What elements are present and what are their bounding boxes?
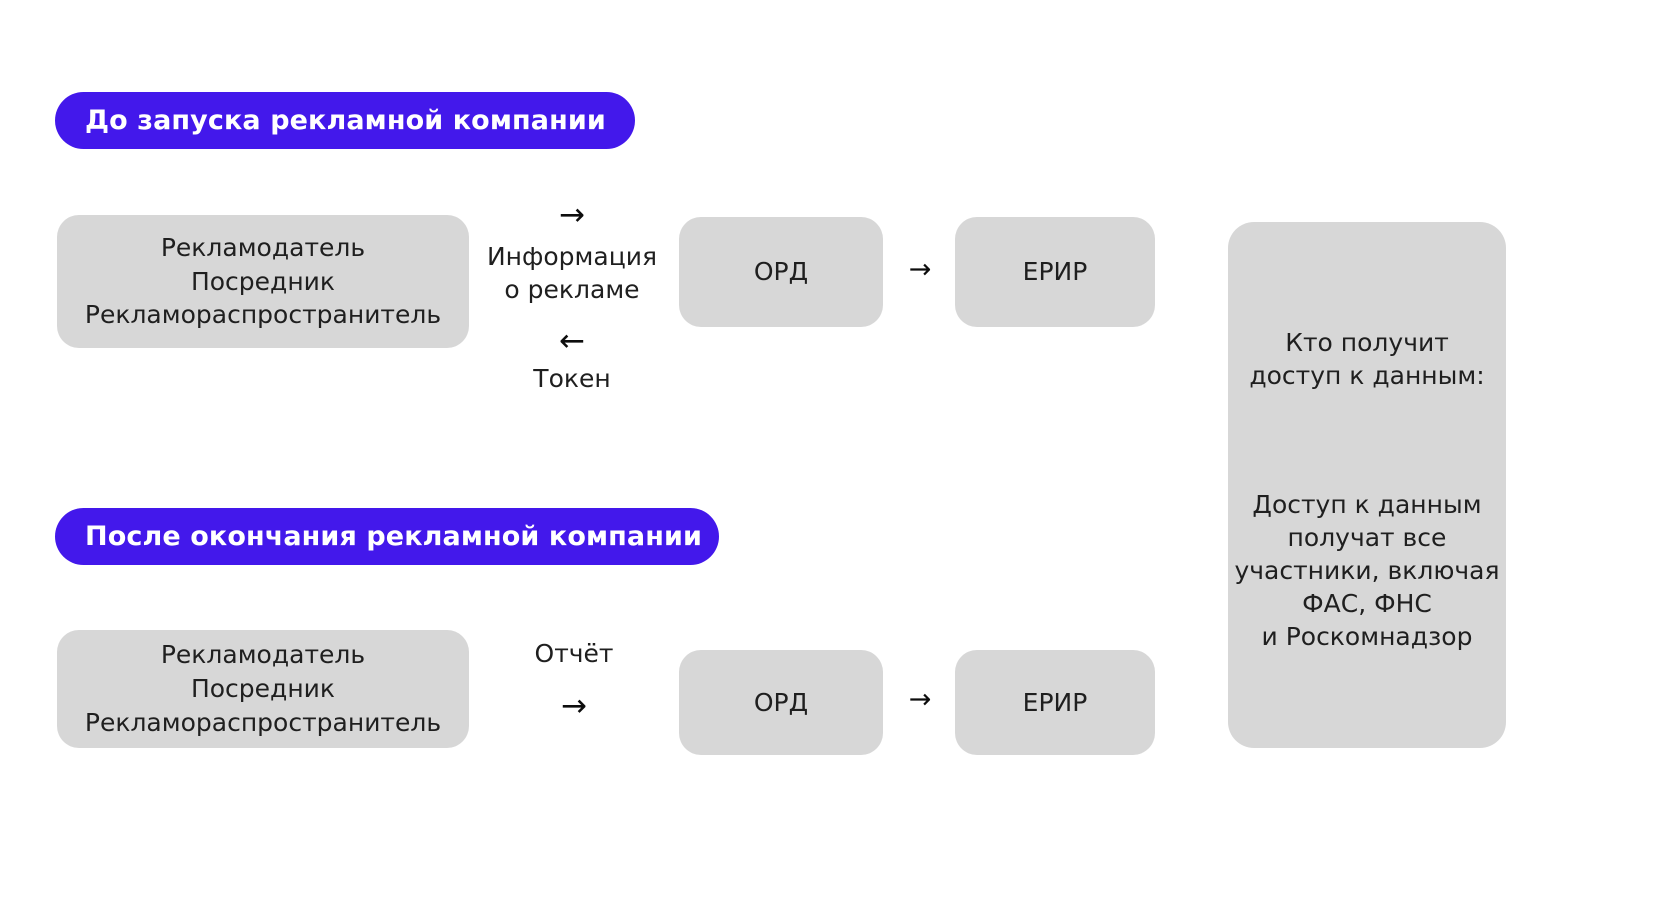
- flow-report-label: Отчёт: [534, 639, 614, 668]
- box-erir-before-label: ЕРИР: [1022, 257, 1088, 287]
- flow-token: ← Токен: [472, 326, 672, 396]
- box-ord-before: ОРД: [679, 217, 883, 327]
- box-actors-after: Рекламодатель Посредник Рекламораспростр…: [57, 630, 469, 748]
- arrow-right-icon: →: [559, 197, 585, 233]
- badge-before-campaign-label: До запуска рекламной компании: [85, 105, 606, 136]
- box-actors-before-label: Рекламодатель Посредник Рекламораспростр…: [84, 232, 442, 330]
- box-erir-after: ЕРИР: [955, 650, 1155, 755]
- flow-report: Отчёт →: [484, 638, 664, 722]
- arrow-ord-to-erir-before: →: [888, 256, 952, 283]
- panel-data-access-body: Доступ к данным получат все участники, в…: [1234, 490, 1500, 651]
- flow-information-about-ad: → Информация о рекламе: [472, 200, 672, 306]
- box-actors-before: Рекламодатель Посредник Рекламораспростр…: [57, 215, 469, 348]
- arrow-left-icon: ←: [559, 323, 585, 359]
- box-erir-before: ЕРИР: [955, 217, 1155, 327]
- box-ord-before-label: ОРД: [753, 257, 809, 287]
- panel-data-access-content: Кто получит доступ к данным: Доступ к да…: [1228, 222, 1506, 653]
- box-erir-after-label: ЕРИР: [1022, 687, 1088, 717]
- panel-data-access: Кто получит доступ к данным: Доступ к да…: [1228, 222, 1506, 748]
- flow-token-label: Токен: [533, 364, 611, 393]
- flow-information-label: Информация о рекламе: [486, 242, 658, 304]
- arrow-right-icon: →: [561, 687, 587, 724]
- arrow-right-icon: →: [908, 684, 932, 715]
- arrow-ord-to-erir-after: →: [888, 686, 952, 713]
- badge-before-campaign: До запуска рекламной компании: [55, 92, 635, 149]
- box-actors-after-label: Рекламодатель Посредник Рекламораспростр…: [84, 640, 442, 737]
- box-ord-after-label: ОРД: [753, 687, 809, 717]
- box-ord-after: ОРД: [679, 650, 883, 755]
- panel-data-access-heading: Кто получит доступ к данным:: [1249, 328, 1485, 390]
- badge-after-campaign: После окончания рекламной компании: [55, 508, 719, 565]
- badge-after-campaign-label: После окончания рекламной компании: [85, 521, 703, 552]
- arrow-right-icon: →: [908, 254, 932, 285]
